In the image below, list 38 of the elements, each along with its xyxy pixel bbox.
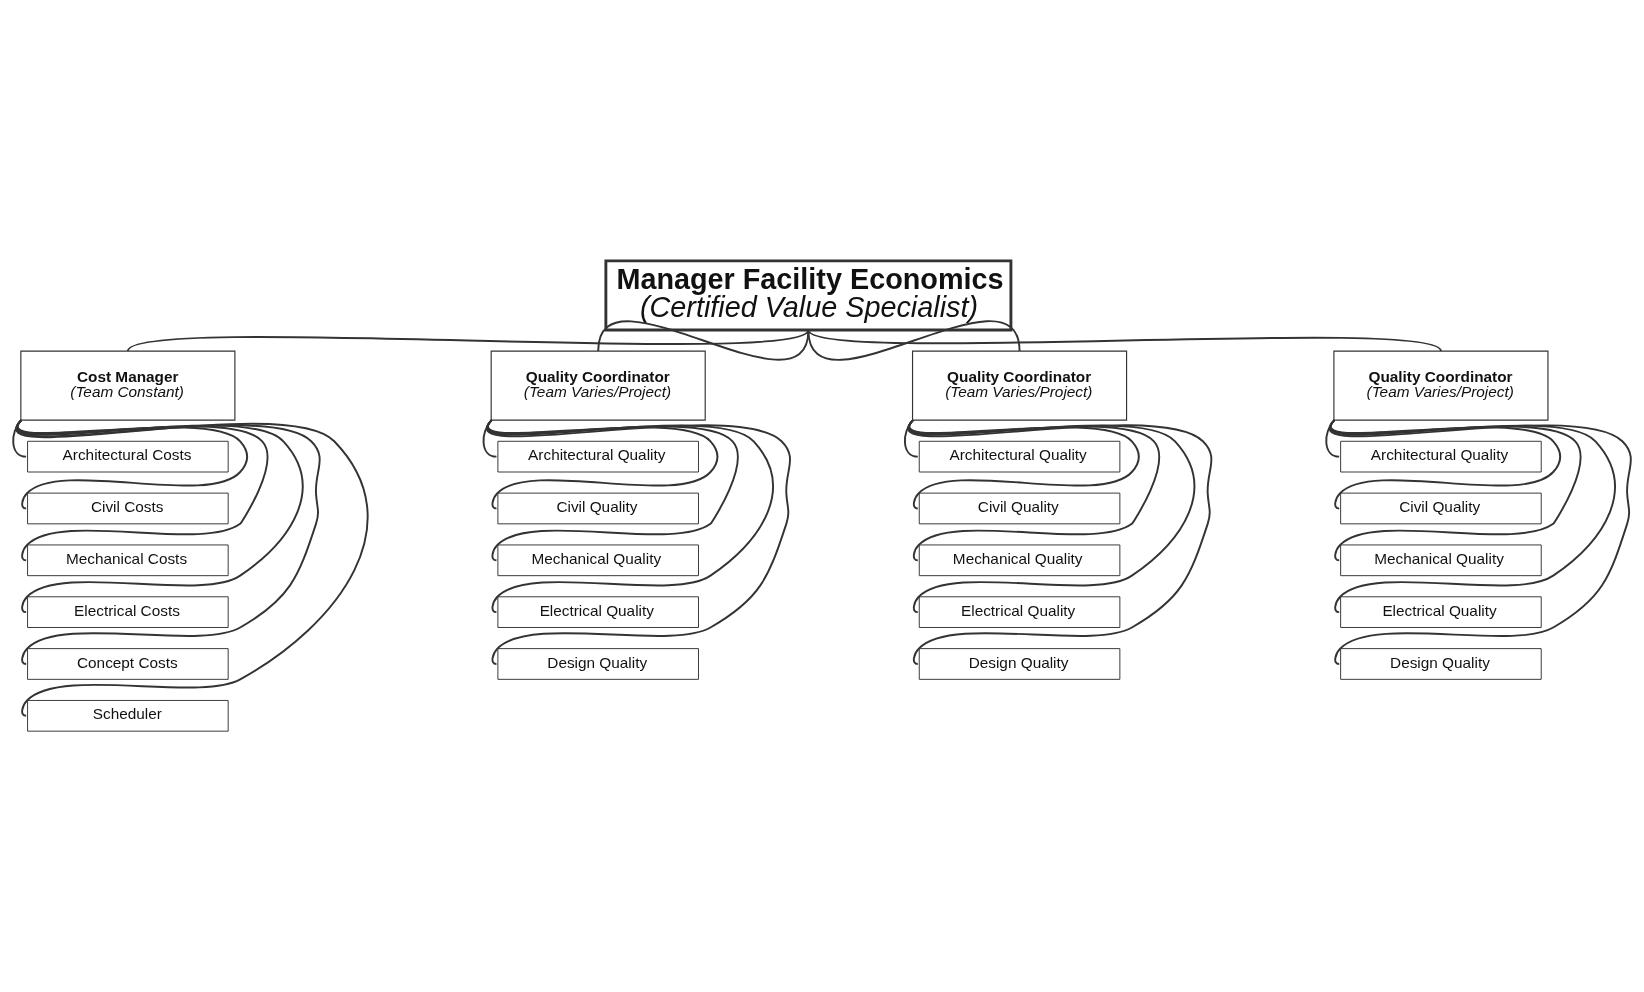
node-box: Architectural Quality bbox=[918, 440, 1121, 473]
node-box: Design Quality bbox=[497, 648, 699, 680]
connector bbox=[1328, 419, 1632, 665]
connector bbox=[485, 419, 791, 665]
node-box: Architectural Quality bbox=[1340, 440, 1542, 473]
node-box: Quality Coordinator (Team Varies/Project) bbox=[1333, 350, 1549, 421]
node-box: Architectural Quality bbox=[497, 440, 699, 473]
node-box: Electrical Costs bbox=[27, 596, 229, 628]
node-box: Mechanical Quality bbox=[497, 544, 699, 577]
node-box: Concept Costs bbox=[27, 648, 229, 680]
node-box: Design Quality bbox=[918, 648, 1121, 680]
connector bbox=[597, 320, 810, 361]
connector bbox=[807, 320, 1021, 361]
node-box: Mechanical Costs bbox=[27, 544, 229, 577]
node-box: Cost Manager (Team Constant) bbox=[20, 350, 236, 421]
connector bbox=[807, 329, 1442, 352]
node-box: Mechanical Quality bbox=[918, 544, 1121, 577]
connector bbox=[16, 419, 304, 614]
connector bbox=[1329, 419, 1582, 562]
node-box: Electrical Quality bbox=[497, 596, 699, 628]
node-box: Quality Coordinator (Team Varies/Project) bbox=[490, 350, 706, 421]
node-box: Electrical Quality bbox=[918, 596, 1121, 628]
connector bbox=[15, 419, 321, 665]
node-box: Architectural Costs bbox=[27, 440, 229, 473]
node-box: Manager Facility Economics (Certified Value Specialist) bbox=[604, 259, 1013, 332]
connector bbox=[907, 419, 1213, 665]
node-box: Design Quality bbox=[1340, 648, 1542, 680]
node-box: Civil Quality bbox=[497, 492, 699, 525]
node-box: Civil Quality bbox=[918, 492, 1121, 525]
node-box: Civil Costs bbox=[27, 492, 229, 525]
connector bbox=[15, 419, 369, 717]
node-box: Civil Quality bbox=[1340, 492, 1542, 525]
node-box: Scheduler bbox=[27, 699, 229, 732]
connector bbox=[126, 329, 810, 352]
connector bbox=[1329, 419, 1616, 614]
node-box: Electrical Quality bbox=[1340, 596, 1542, 628]
node-box: Quality Coordinator (Team Varies/Project) bbox=[911, 350, 1128, 421]
node-box: Mechanical Quality bbox=[1340, 544, 1542, 577]
